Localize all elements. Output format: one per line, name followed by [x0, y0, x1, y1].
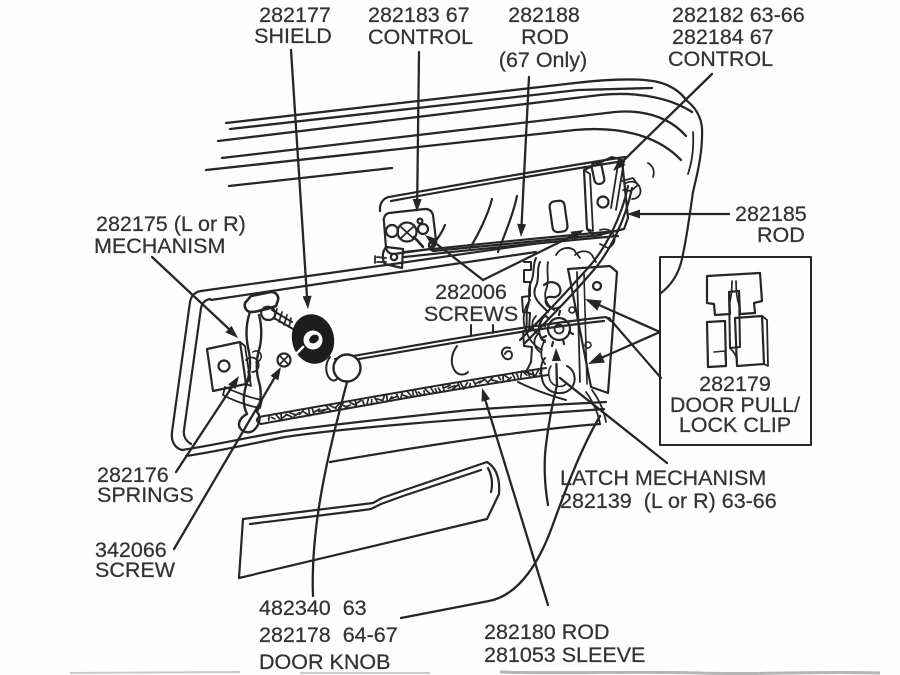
- svg-text:282176: 282176: [97, 463, 169, 487]
- svg-text:SHIELD: SHIELD: [254, 24, 332, 48]
- svg-text:282184 67: 282184 67: [672, 25, 774, 49]
- svg-text:282183 67: 282183 67: [368, 3, 470, 27]
- svg-text:(67 Only): (67 Only): [499, 48, 587, 72]
- svg-text:282139 (L or R) 63-66: 282139 (L or R) 63-66: [560, 489, 777, 513]
- svg-text:482340 63: 482340 63: [259, 596, 367, 620]
- svg-text:ROD: ROD: [521, 25, 569, 49]
- svg-text:DOOR KNOB: DOOR KNOB: [259, 650, 390, 674]
- svg-text:SPRINGS: SPRINGS: [97, 483, 194, 507]
- svg-text:ROD: ROD: [757, 223, 805, 247]
- svg-text:282188: 282188: [508, 3, 580, 27]
- svg-text:LATCH MECHANISM: LATCH MECHANISM: [560, 466, 766, 490]
- svg-text:CONTROL: CONTROL: [668, 47, 773, 71]
- svg-text:281053 SLEEVE: 281053 SLEEVE: [484, 643, 645, 667]
- svg-text:282177: 282177: [259, 3, 331, 27]
- svg-text:282179: 282179: [699, 372, 771, 396]
- svg-text:SCREWS: SCREWS: [424, 302, 518, 326]
- svg-text:282185: 282185: [735, 202, 807, 226]
- svg-text:282006: 282006: [435, 280, 507, 304]
- svg-text:282180 ROD: 282180 ROD: [484, 620, 610, 644]
- svg-text:DOOR PULL/: DOOR PULL/: [670, 393, 800, 417]
- svg-text:342066: 342066: [95, 538, 167, 562]
- svg-text:282175 (L or R): 282175 (L or R): [96, 212, 246, 236]
- svg-text:LOCK CLIP: LOCK CLIP: [679, 413, 791, 437]
- svg-text:MECHANISM: MECHANISM: [94, 234, 225, 258]
- svg-text:282182 63-66: 282182 63-66: [672, 3, 805, 27]
- svg-text:SCREW: SCREW: [95, 558, 176, 582]
- svg-text:282178 64-67: 282178 64-67: [259, 623, 398, 647]
- svg-text:CONTROL: CONTROL: [368, 25, 473, 49]
